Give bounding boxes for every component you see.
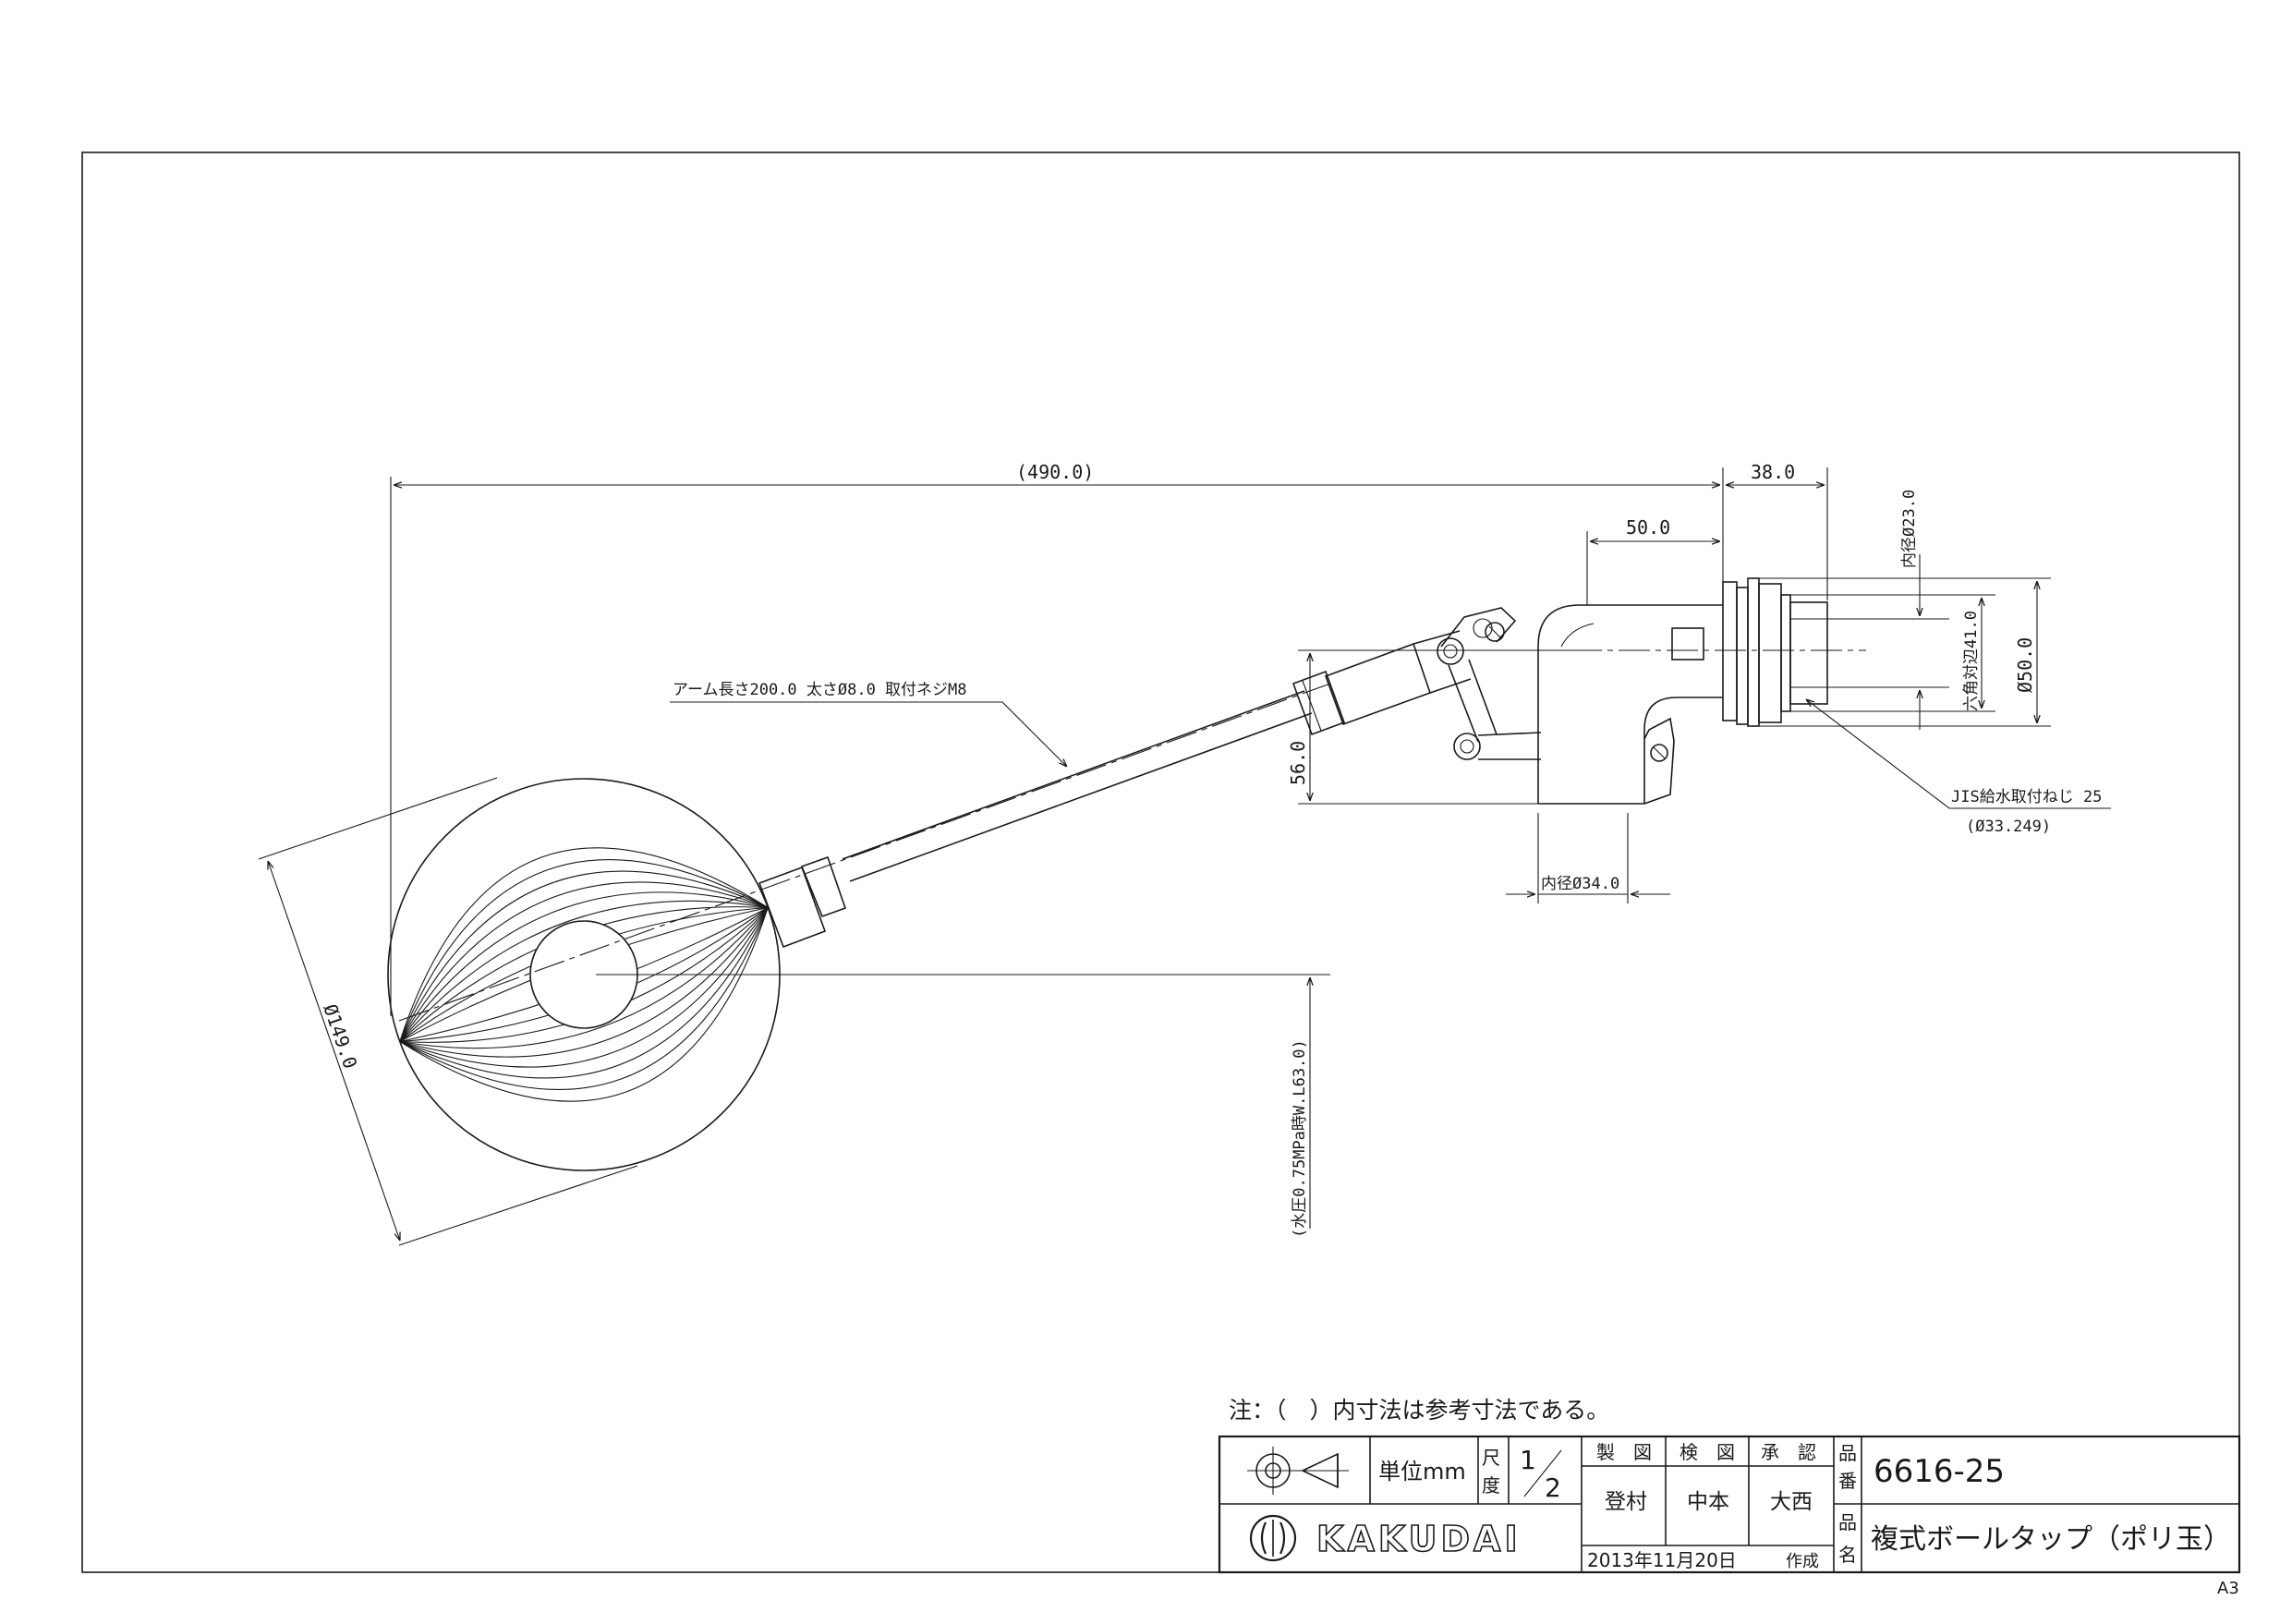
part-name: 複式ボールタップ（ポリ玉） xyxy=(1871,1523,2231,1556)
valve-body xyxy=(1537,604,1723,805)
float-rib xyxy=(399,907,769,1102)
approved-label: 承 認 xyxy=(1761,1441,1816,1463)
part-no-label-2: 番 xyxy=(1838,1470,1857,1492)
checked-by: 中本 xyxy=(1687,1490,1729,1514)
outlet-fitting xyxy=(1570,577,1866,727)
scale-label-2: 度 xyxy=(1482,1474,1500,1497)
dimension-lines: (490.0) 38.0 50.0 56.0 (水圧0.75MPa時W.L63.… xyxy=(258,461,2111,1246)
thread-sub-note: (Ø33.249) xyxy=(1966,818,2051,836)
float-ball xyxy=(387,683,1331,1171)
float-rib xyxy=(399,907,769,1068)
dim-hex-across-flats: 六角対辺41.0 xyxy=(1962,611,1981,711)
dim-inner-dia-outlet: 内径Ø23.0 xyxy=(1900,490,1919,568)
checked-label: 検 図 xyxy=(1680,1441,1735,1463)
scale-label: 尺 xyxy=(1482,1447,1500,1469)
made-label: 作成 xyxy=(1786,1552,1819,1571)
dim-outer-dia: Ø50.0 xyxy=(2014,637,2036,693)
float-rib xyxy=(399,907,769,1049)
pivot-screw xyxy=(1485,622,1505,642)
title-block: 単位mm 尺 度 1 2 製 図 検 図 承 認 登村 中本 大西 2013年1… xyxy=(1218,1435,2241,1574)
dim-inner-dia-body: 内径Ø34.0 xyxy=(1541,875,1619,893)
dim-overall-length: (490.0) xyxy=(1016,461,1094,483)
unit-label: 単位mm xyxy=(1378,1459,1466,1485)
float-rib xyxy=(399,881,769,1042)
dim-body-width: 50.0 xyxy=(1626,516,1670,539)
drawn-label: 製 図 xyxy=(1596,1441,1652,1463)
reference-note: 注：（ ）内寸法は参考寸法である。 xyxy=(1229,1397,1609,1424)
float-rib xyxy=(399,847,769,1042)
drawing-frame xyxy=(81,151,2240,1573)
scale-denominator: 2 xyxy=(1545,1473,1561,1503)
float-rib xyxy=(399,907,769,1058)
projection-symbol-icon xyxy=(1247,1447,1349,1495)
float-arm xyxy=(842,630,1472,882)
part-name-label: 名 xyxy=(1838,1544,1857,1566)
thread-note: JIS給水取付ねじ 25 xyxy=(1951,788,2102,806)
float-rib xyxy=(399,870,769,1042)
approved-by: 大西 xyxy=(1770,1490,1813,1514)
company-name: KAKUDAI xyxy=(1316,1519,1522,1559)
sheet-size: A3 xyxy=(2217,1579,2239,1598)
arm-note: アーム長さ200.0 太さØ8.0 取付ネジM8 xyxy=(673,681,967,699)
part-no-label-3: 品 xyxy=(1838,1511,1857,1533)
body-screw xyxy=(1650,744,1668,762)
float-rib xyxy=(399,900,769,1042)
lever-linkage xyxy=(1437,607,1542,760)
drawn-by: 登村 xyxy=(1605,1490,1647,1514)
date-made: 2013年11月20日 xyxy=(1587,1549,1737,1571)
part-number: 6616-25 xyxy=(1874,1453,2005,1490)
dim-height: 56.0 xyxy=(1287,741,1309,785)
float-rib xyxy=(399,859,769,1042)
part-no-label: 品 xyxy=(1838,1442,1857,1464)
float-rib xyxy=(399,907,769,1090)
float-rib xyxy=(399,891,769,1042)
dim-flange-width: 38.0 xyxy=(1751,461,1795,483)
kakudai-logo: KAKUDAI xyxy=(1249,1514,1522,1562)
arm-collar xyxy=(758,855,847,949)
dim-water-level: (水圧0.75MPa時W.L63.0) xyxy=(1291,1039,1309,1238)
float-rib xyxy=(399,907,769,1079)
dim-float-dia: Ø149.0 xyxy=(319,1001,361,1072)
scale-numerator: 1 xyxy=(1520,1445,1536,1475)
